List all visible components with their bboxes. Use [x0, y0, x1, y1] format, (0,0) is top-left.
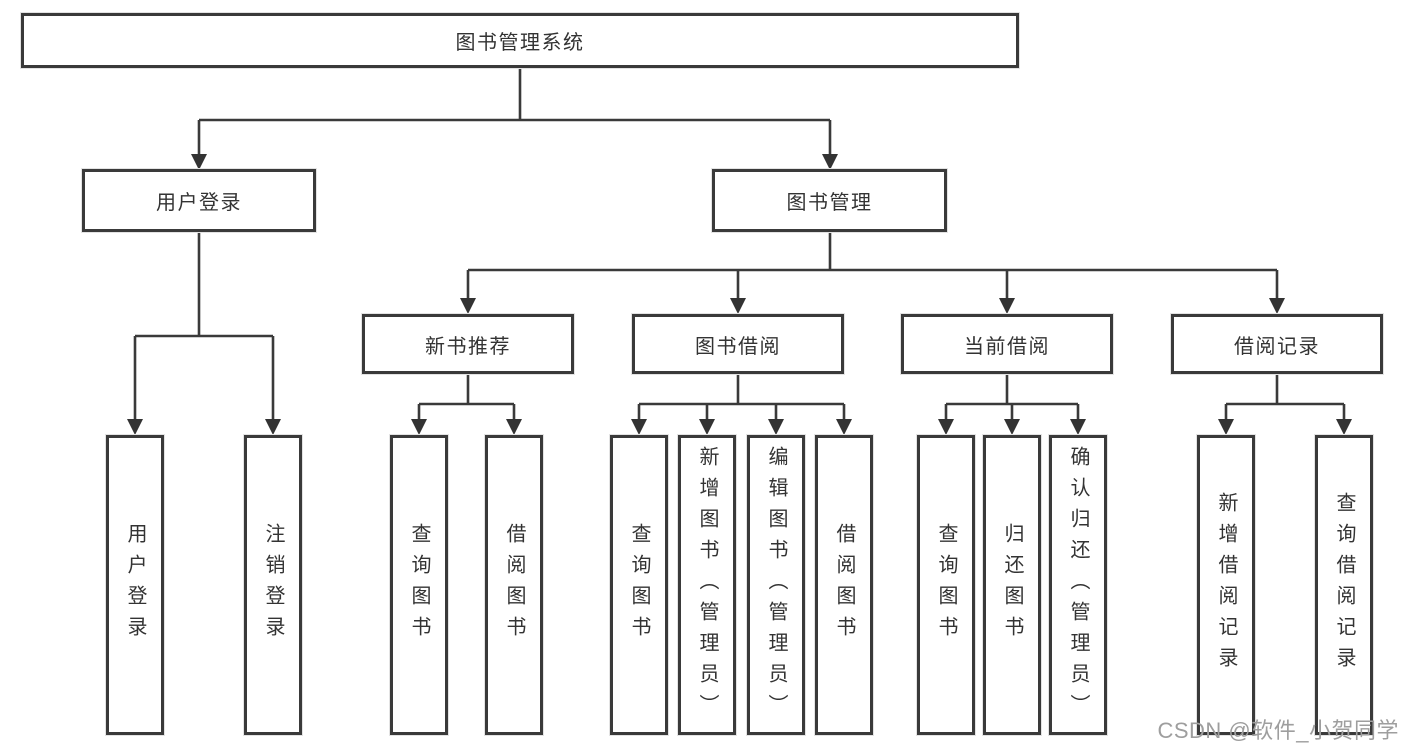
node-leaf-borrow-books-recommend: 借阅图书: [485, 435, 543, 735]
node-leaf-add-book-admin-label: 新增图书（管理员）: [696, 445, 718, 725]
node-leaf-logout: 注销登录: [244, 435, 302, 735]
node-new-book-recommend-label: 新书推荐: [425, 335, 511, 358]
node-root: 图书管理系统: [21, 13, 1019, 68]
node-leaf-confirm-return-admin: 确认归还（管理员）: [1049, 435, 1107, 735]
node-user-login: 用户登录: [82, 169, 316, 232]
node-leaf-borrow-books-label: 借阅图书: [833, 523, 855, 647]
node-leaf-query-books-recommend: 查询图书: [390, 435, 448, 735]
node-new-book-recommend: 新书推荐: [362, 314, 574, 374]
watermark: CSDN @软件_小贺同学: [1157, 718, 1399, 743]
node-leaf-query-books-current-label: 查询图书: [935, 523, 957, 647]
tree-edges: [133, 68, 1346, 421]
node-book-borrowing: 图书借阅: [632, 314, 844, 374]
node-leaf-query-books-borrowing-label: 查询图书: [628, 523, 650, 647]
node-leaf-edit-book-admin: 编辑图书（管理员）: [747, 435, 805, 735]
node-leaf-return-book: 归还图书: [983, 435, 1041, 735]
node-root-label: 图书管理系统: [455, 32, 585, 54]
node-book-borrowing-label: 图书借阅: [695, 335, 781, 358]
node-borrowing-records: 借阅记录: [1171, 314, 1383, 374]
node-current-borrowing: 当前借阅: [901, 314, 1113, 374]
node-leaf-borrow-books: 借阅图书: [815, 435, 873, 735]
node-current-borrowing-label: 当前借阅: [964, 335, 1050, 358]
node-user-login-label: 用户登录: [156, 192, 242, 214]
node-leaf-edit-book-admin-label: 编辑图书（管理员）: [765, 445, 787, 725]
node-leaf-query-borrow-record: 查询借阅记录: [1315, 435, 1373, 735]
node-leaf-query-borrow-record-label: 查询借阅记录: [1333, 492, 1355, 678]
node-leaf-query-books-recommend-label: 查询图书: [408, 523, 430, 647]
node-leaf-user-login-label: 用户登录: [124, 523, 146, 647]
node-leaf-return-book-label: 归还图书: [1001, 523, 1023, 647]
node-leaf-add-book-admin: 新增图书（管理员）: [678, 435, 736, 735]
node-leaf-borrow-books-recommend-label: 借阅图书: [503, 523, 525, 647]
node-leaf-query-books-current: 查询图书: [917, 435, 975, 735]
node-leaf-logout-label: 注销登录: [262, 523, 284, 647]
node-book-management: 图书管理: [712, 169, 947, 232]
node-leaf-user-login: 用户登录: [106, 435, 164, 735]
node-leaf-confirm-return-admin-label: 确认归还（管理员）: [1067, 445, 1089, 725]
node-borrowing-records-label: 借阅记录: [1234, 335, 1320, 358]
node-book-management-label: 图书管理: [786, 192, 873, 214]
node-leaf-query-books-borrowing: 查询图书: [610, 435, 668, 735]
node-leaf-add-borrow-record: 新增借阅记录: [1197, 435, 1255, 735]
node-leaf-add-borrow-record-label: 新增借阅记录: [1215, 492, 1237, 678]
